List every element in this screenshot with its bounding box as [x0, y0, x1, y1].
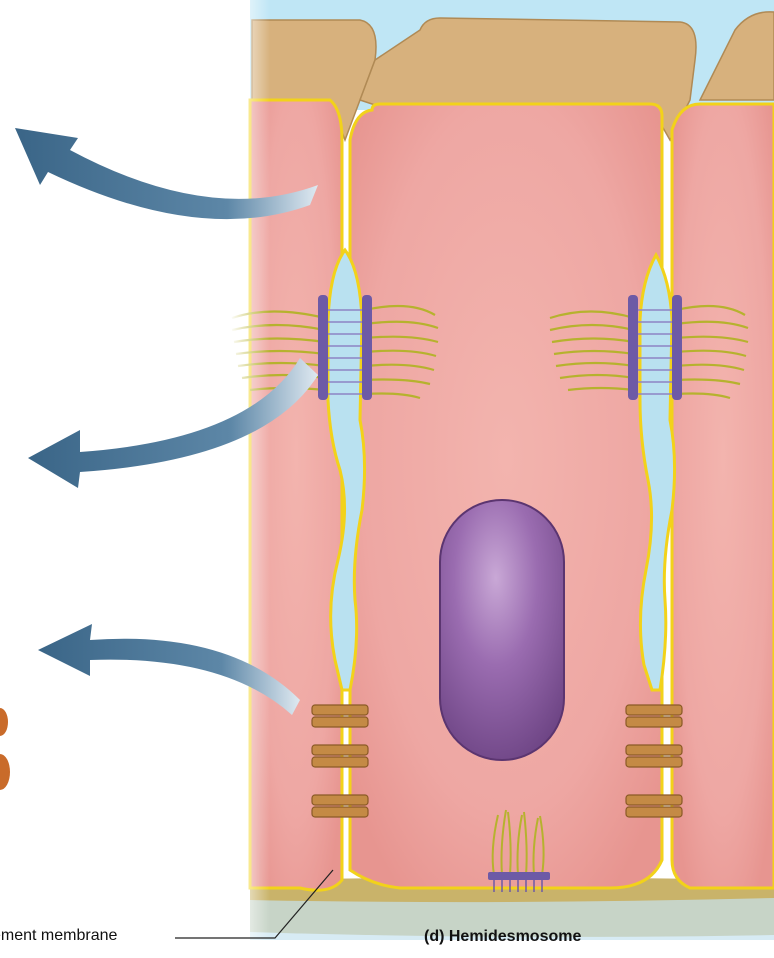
gap-junctions-left — [312, 705, 368, 817]
partial-structure — [0, 708, 8, 736]
cell-right — [672, 104, 774, 888]
partial-structure-2 — [0, 754, 10, 790]
cell-center — [350, 104, 662, 888]
nucleus — [440, 500, 564, 760]
intercellular-space-right — [640, 255, 675, 690]
hemidesmosome-caption: (d) Hemidesmosome — [424, 928, 581, 946]
basement-membrane-label: ement membrane — [0, 927, 117, 945]
gap-junctions-right — [626, 705, 682, 817]
left-edge-fade — [230, 0, 270, 958]
